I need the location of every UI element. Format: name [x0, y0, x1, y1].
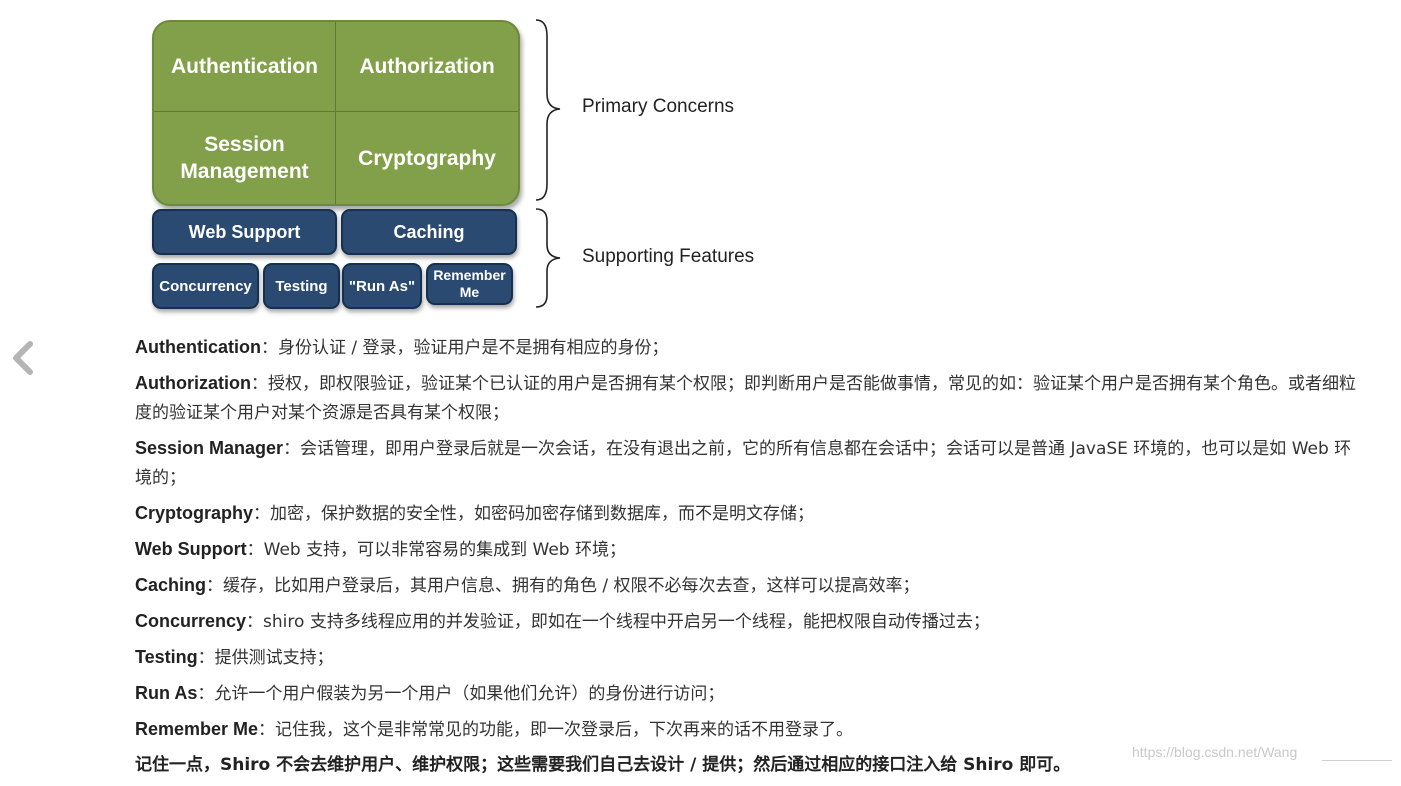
term-description: ：提供测试支持； — [197, 648, 334, 668]
term-label: Authentication — [135, 337, 261, 357]
term-label: Concurrency — [135, 611, 247, 631]
term-label: Caching — [135, 575, 207, 595]
authorization-cell: Authorization — [359, 55, 495, 78]
definition-cryptography: Cryptography：加密，保护数据的安全性，如密码加密存储到数据库，而不是… — [135, 499, 1365, 529]
concurrency-box: Concurrency — [152, 263, 259, 309]
definition-session-manager: Session Manager：会话管理，即用户登录后就是一次会话，在没有退出之… — [135, 434, 1365, 493]
cryptography-cell: Cryptography — [358, 146, 496, 170]
chevron-left-icon[interactable] — [8, 338, 38, 378]
web-support-box: Web Support — [152, 209, 337, 255]
watermark-underline — [1322, 760, 1392, 761]
term-label: Web Support — [135, 539, 247, 559]
primary-concerns-brace — [535, 19, 561, 201]
term-description: ：缓存，比如用户登录后，其用户信息、拥有的角色 / 权限不必每次去查，这样可以提… — [206, 576, 920, 596]
term-label: Cryptography — [135, 503, 254, 523]
cell-divider-vertical — [335, 22, 336, 204]
testing-box: Testing — [263, 263, 340, 309]
primary-concerns-label: Primary Concerns — [582, 96, 735, 117]
term-label: Run As — [135, 683, 198, 703]
term-label: Session Manager — [135, 438, 284, 458]
definition-web-support: Web Support：Web 支持，可以非常容易的集成到 Web 环境； — [135, 535, 1365, 565]
term-description: ：授权，即权限验证，验证某个已认证的用户是否拥有某个权限；即判断用户是否能做事情… — [135, 374, 1356, 423]
term-description: ：记住我，这个是非常常见的功能，即一次登录后，下次再来的话不用登录了。 — [258, 720, 854, 740]
term-label: Testing — [135, 647, 198, 667]
definition-concurrency: Concurrency：shiro 支持多线程应用的并发验证，即如在一个线程中开… — [135, 607, 1365, 637]
term-label: Remember Me — [135, 719, 259, 739]
cell-divider-horizontal — [154, 111, 518, 112]
session-management-cell: Session Management — [180, 133, 309, 183]
term-description: ：允许一个用户假装为另一个用户（如果他们允许）的身份进行访问； — [197, 684, 725, 704]
supporting-features-label: Supporting Features — [582, 246, 755, 267]
caching-box: Caching — [341, 209, 517, 255]
supporting-features-brace — [535, 208, 561, 308]
watermark-url: https://blog.csdn.net/Wang — [1132, 744, 1298, 760]
term-description: ：会话管理，即用户登录后就是一次会话，在没有退出之前，它的所有信息都在会话中；会… — [135, 439, 1352, 488]
definition-remember-me: Remember Me：记住我，这个是非常常见的功能，即一次登录后，下次再来的话… — [135, 715, 1365, 745]
term-description: ：身份认证 / 登录，验证用户是不是拥有相应的身份； — [261, 338, 669, 358]
term-label: Authorization — [135, 373, 251, 393]
term-description: ：Web 支持，可以非常容易的集成到 Web 环境； — [246, 540, 626, 560]
definitions-list: Authentication：身份认证 / 登录，验证用户是不是拥有相应的身份；… — [135, 333, 1365, 786]
shiro-features-diagram: Authentication Authorization Session Man… — [148, 18, 768, 314]
definition-testing: Testing：提供测试支持； — [135, 643, 1365, 673]
run-as-box: "Run As" — [342, 263, 422, 309]
summary-note: 记住一点，Shiro 不会去维护用户、维护权限；这些需要我们自己去设计 / 提供… — [135, 755, 1071, 775]
primary-concerns-block: Authentication Authorization Session Man… — [152, 20, 520, 206]
term-description: ：加密，保护数据的安全性，如密码加密存储到数据库，而不是明文存储； — [253, 504, 815, 524]
term-description: ：shiro 支持多线程应用的并发验证，即如在一个线程中开启另一个线程，能把权限… — [246, 612, 990, 632]
remember-me-box: Remember Me — [426, 263, 513, 305]
definition-run-as: Run As：允许一个用户假装为另一个用户（如果他们允许）的身份进行访问； — [135, 679, 1365, 709]
authentication-cell: Authentication — [171, 55, 318, 78]
definition-authorization: Authorization：授权，即权限验证，验证某个已认证的用户是否拥有某个权… — [135, 369, 1365, 428]
definition-authentication: Authentication：身份认证 / 登录，验证用户是不是拥有相应的身份； — [135, 333, 1365, 363]
definition-caching: Caching：缓存，比如用户登录后，其用户信息、拥有的角色 / 权限不必每次去… — [135, 571, 1365, 601]
